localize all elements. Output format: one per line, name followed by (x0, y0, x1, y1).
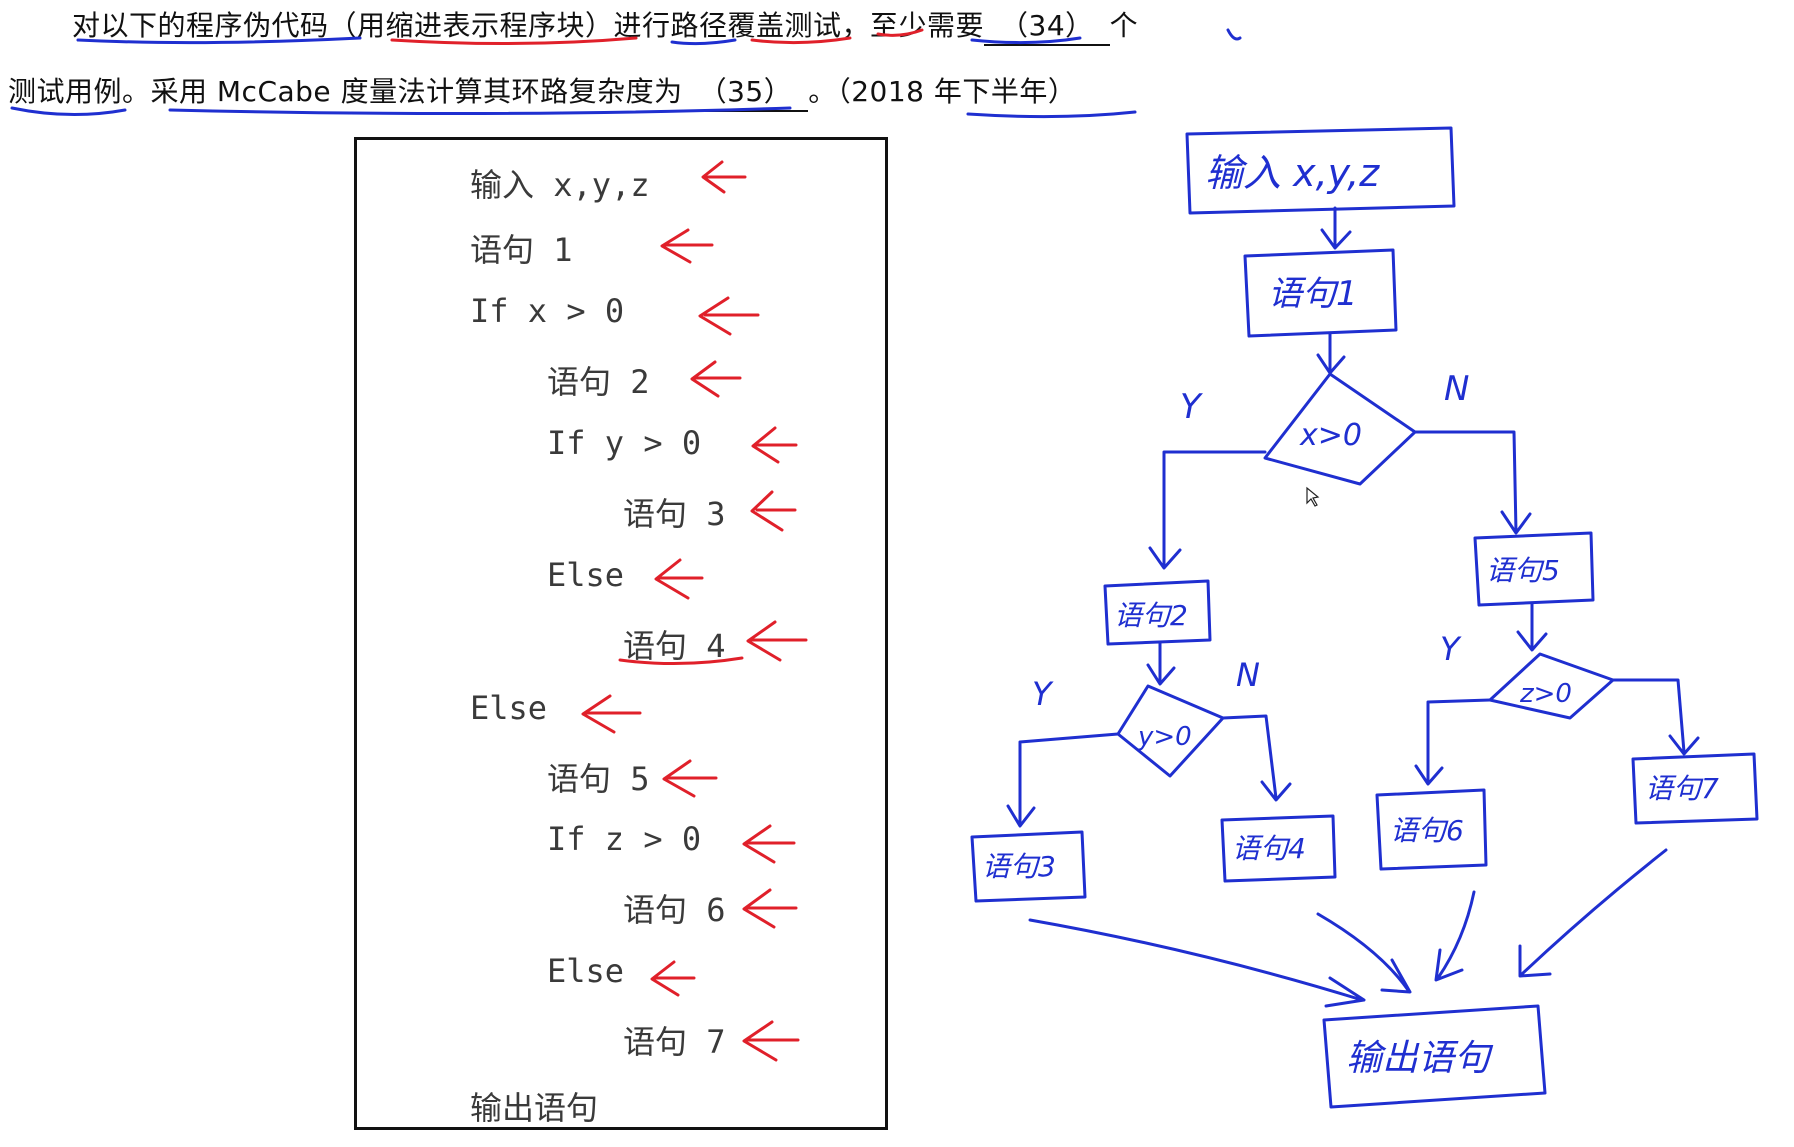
node-stmt1-label: 语句1 (1268, 274, 1358, 314)
node-stmt6-label: 语句6 (1390, 814, 1464, 847)
edge-label-z-yes: Y (1440, 630, 1462, 668)
node-decision-x-label: x>0 (1299, 418, 1362, 453)
code-line-else-y: Else (547, 556, 625, 594)
question-line-1-text: 对以下的程序伪代码（用缩进表示程序块）进行路径覆盖测试，至少需要 (72, 9, 985, 42)
edge-label-y-no: N (1236, 656, 1260, 694)
node-stmt5-box (1473, 531, 1595, 607)
code-line-stmt2: 语句 2 (547, 363, 650, 401)
code-line-if-z: If z > 0 (547, 820, 702, 858)
code-line-if-y: If y > 0 (547, 424, 702, 462)
code-line-input: 输入 x,y,z (470, 166, 650, 204)
edge-label-x-no: N (1444, 369, 1469, 409)
code-line-else-x: Else (470, 689, 548, 727)
code-line-output: 输出语句 (470, 1089, 599, 1127)
edge-label-y-yes: Y (1032, 675, 1054, 713)
node-decision-z (1488, 652, 1615, 720)
node-stmt2-label: 语句2 (1114, 599, 1188, 632)
edge-label-x-yes: Y (1180, 387, 1203, 427)
node-stmt7-box (1631, 752, 1759, 825)
node-input-box (1185, 126, 1456, 215)
node-decision-x (1263, 372, 1417, 486)
node-input-label: 输入 x,y,z (1205, 151, 1380, 195)
node-decision-z-label: z>0 (1519, 679, 1572, 709)
node-stmt3-box (970, 830, 1087, 903)
question-line-1-suffix: 个 (1109, 9, 1139, 42)
node-stmt4-box (1220, 814, 1337, 883)
code-line-stmt7: 语句 7 (623, 1023, 726, 1061)
question-line-2-text: 测试用例。采用 McCabe 度量法计算其环路复杂度为 (8, 75, 683, 108)
code-line-else-z: Else (547, 952, 625, 990)
question-line-2: 测试用例。采用 McCabe 度量法计算其环路复杂度为（35）。（2018 年下… (8, 70, 1076, 112)
answer-blank-35: （35） (682, 70, 809, 112)
pseudocode-box: 输入 x,y,z 语句 1 If x > 0 语句 2 If y > 0 语句 … (354, 137, 888, 1130)
node-decision-y (1116, 684, 1225, 778)
handwritten-flowchart: 输入 x,y,z 语句1 x>0 语句2 语句5 y>0 z>0 语句3 语句4… (970, 126, 1759, 1109)
node-stmt2-box (1103, 579, 1212, 646)
code-line-stmt4: 语句 4 (623, 627, 726, 665)
node-stmt3-label: 语句3 (982, 850, 1056, 883)
question-line-1: 对以下的程序伪代码（用缩进表示程序块）进行路径覆盖测试，至少需要（34）个 (72, 4, 1138, 46)
code-line-stmt3: 语句 3 (623, 495, 726, 533)
node-stmt5-label: 语句5 (1486, 554, 1560, 587)
code-line-stmt1: 语句 1 (470, 231, 573, 269)
node-stmt4-label: 语句4 (1232, 832, 1306, 865)
mouse-cursor-icon (1306, 486, 1320, 507)
node-output-label: 输出语句 (1346, 1038, 1494, 1079)
code-line-stmt6: 语句 6 (623, 891, 726, 929)
question-line-2-suffix: 。（2018 年下半年） (808, 75, 1077, 108)
node-output-box (1322, 1004, 1547, 1109)
answer-blank-34: （34） (984, 4, 1110, 46)
code-line-if-x: If x > 0 (470, 292, 625, 330)
node-stmt7-label: 语句7 (1645, 772, 1719, 805)
node-decision-y-label: y>0 (1137, 722, 1192, 752)
node-stmt6-box (1375, 788, 1488, 871)
node-stmt1-box (1243, 248, 1398, 338)
code-line-stmt5: 语句 5 (547, 760, 650, 798)
